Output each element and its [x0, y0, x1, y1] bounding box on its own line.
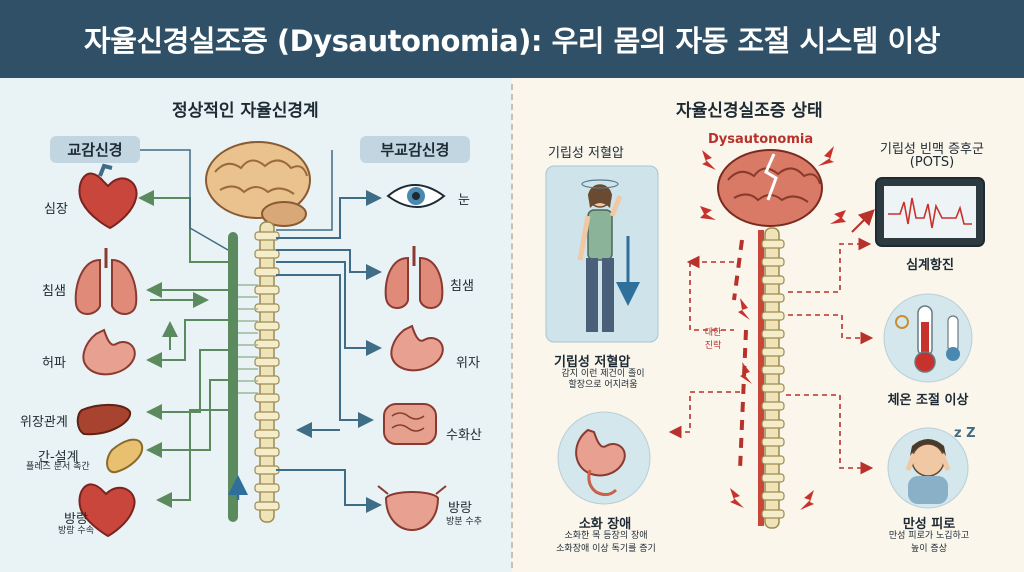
label-liver: 위장관계 — [20, 415, 68, 430]
label-heart: 심장 — [44, 202, 68, 217]
pancreas-icon — [106, 438, 144, 474]
label-heart-lower: 방랑 — [64, 512, 88, 527]
label-intestine: 수화산 — [446, 428, 482, 443]
oh-title: 기립성 저혈압 — [554, 355, 631, 370]
lungs-right-icon — [384, 246, 444, 309]
digest-desc-2: 소화장애 이상 독기를 증기 — [556, 544, 656, 554]
dysfunction-title: 자율신경실조증 상태 — [676, 101, 823, 121]
heart-lower-icon — [78, 483, 136, 538]
sympathetic-pill: 교감신경 — [50, 136, 140, 163]
lungs-left-icon — [74, 248, 138, 315]
stomach-right-icon — [390, 324, 444, 372]
fatigue-title: 만성 피로 — [902, 517, 956, 532]
heart-monitor-icon — [875, 177, 985, 247]
zzz-label: z Z — [954, 426, 976, 441]
spine-normal-icon — [254, 221, 280, 523]
label-lungs-left: 침샘 — [42, 284, 66, 299]
digest-title: 소화 장애 — [578, 517, 632, 532]
panel-divider — [511, 84, 513, 568]
sympathetic-chain — [228, 232, 238, 522]
lightning-icons — [700, 146, 846, 510]
label-stomach-left: 허파 — [42, 356, 66, 371]
signal-label-2: 진락 — [704, 341, 722, 351]
parasympathetic-pill: 부교감신경 — [360, 136, 470, 163]
oh-desc-2: 할장으로 어지려움 — [568, 380, 638, 390]
thermometer-icon — [883, 293, 973, 383]
fatigue-person-icon — [887, 427, 969, 509]
bladder-icon — [377, 485, 447, 532]
signal-label-1: 대한 — [704, 328, 722, 338]
dizzy-person-icon — [577, 179, 623, 332]
label-pancreas: 간-설계 — [38, 450, 79, 465]
temp-label: 체온 조절 이상 — [887, 393, 969, 408]
normal-title: 정상적인 자율신경계 — [172, 101, 319, 121]
label-bladder: 방랑 — [448, 501, 472, 516]
brain-normal-icon — [205, 141, 311, 227]
fatigue-desc-1: 만성 피로가 노깁하고 — [888, 531, 970, 541]
spine-dysfunction-icon — [732, 227, 785, 529]
label-heart-lower-sub: 방랑 수속 — [58, 526, 94, 536]
heart-icon — [78, 163, 138, 230]
oh-top-label: 기립성 저혈압 — [548, 146, 624, 161]
label-eye: 눈 — [458, 193, 470, 208]
main-title: 자율신경실조증 (Dysautonomia): 우리 몸의 자동 조절 시스템 … — [84, 24, 940, 58]
label-bladder-sub: 방분 수추 — [446, 517, 482, 527]
intestine-icon — [383, 403, 437, 445]
title-banner: 자율신경실조증 (Dysautonomia): 우리 몸의 자동 조절 시스템 … — [0, 0, 1024, 78]
liver-icon — [76, 404, 132, 436]
digestive-icon — [557, 411, 651, 505]
pots-title-2: (POTS) — [909, 155, 955, 170]
digest-desc-1: 소화한 목 등장의 장애 — [564, 531, 648, 541]
dysautonomia-brain-label: Dysautonomia — [708, 132, 814, 147]
label-pancreas-sub: 플레즈 분서 촉간 — [26, 462, 90, 472]
label-stomach-right: 위자 — [456, 356, 480, 371]
stomach-left-icon — [82, 328, 136, 376]
oh-desc-1: 감지 이런 제건이 졸이 — [561, 369, 645, 379]
eye-icon — [386, 184, 446, 208]
fatigue-desc-2: 높이 증상 — [911, 544, 947, 554]
brain-dysfunction-icon — [717, 149, 823, 227]
pots-title-1: 기립성 빈맥 증후군 — [880, 142, 984, 157]
label-lungs-right: 침샘 — [450, 279, 474, 294]
pots-label: 심계항진 — [906, 258, 954, 273]
